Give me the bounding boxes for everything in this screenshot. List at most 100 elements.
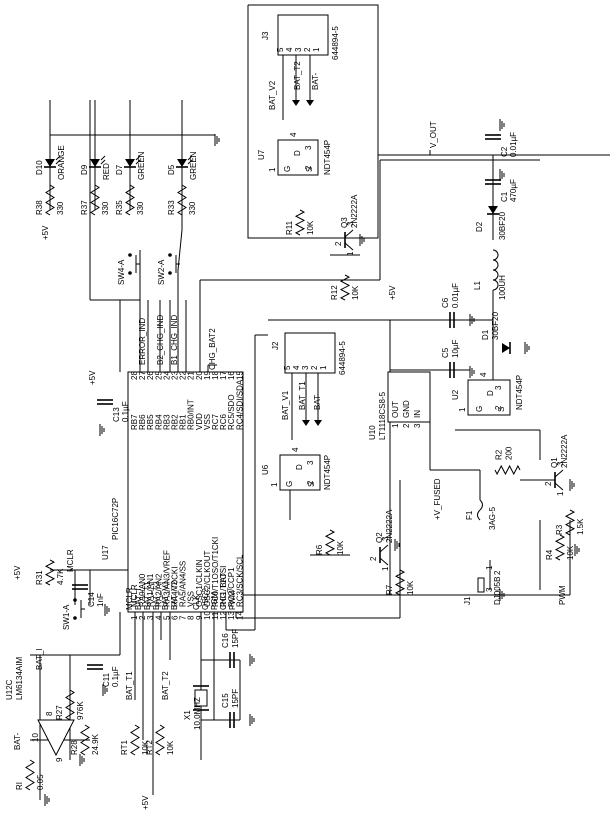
u17-pin-label: RC2/CCP1 — [227, 567, 236, 607]
transistor-pin: 2 — [544, 481, 553, 486]
net-labels: V_OUT +5V +V_FUSED +5V +5V +5V +5V ERROR… — [13, 121, 567, 810]
u10-pin-out: OUT — [391, 401, 400, 418]
u17-pin-label: OSC2/CLKOUT — [203, 550, 212, 607]
fet-pin-number: 1 — [270, 482, 279, 487]
switch-sw1-a: SW1-A — [62, 598, 85, 630]
diode-part: 30BF20 — [498, 211, 507, 240]
u17-pin-number: 23 — [171, 371, 180, 380]
u17-pin-label: RC3/SCK/SCL — [235, 554, 244, 607]
net-chg-bat: CHG_BAT — [219, 573, 228, 610]
u6-ref: U6 — [261, 464, 270, 475]
u6-mosfet: U6 NDT454P G D S — [261, 454, 332, 491]
ground-symbol — [359, 234, 365, 246]
capacitor-ref: C5 — [441, 347, 450, 358]
net-bat-t1-j2: BAT_T1 — [298, 381, 307, 410]
resistor-ref: R27 — [55, 705, 64, 720]
switch-ref: SW1-A — [62, 604, 71, 630]
capacitor-value: 0.01µF — [451, 283, 460, 308]
u17-pin-label: RC1/T1OSI — [219, 566, 228, 607]
fet-pin-number: 3 — [304, 145, 313, 150]
resistor-value: 330 — [56, 201, 65, 215]
u17-pin-label: RC0/T1OSO/T1CKI — [211, 537, 220, 607]
net-bat-minus: BAT- — [13, 732, 22, 750]
net-bat-minus-j3: BAT- — [311, 72, 320, 90]
u10-pin-gnd: GND — [402, 400, 411, 418]
jack-pin: 2 — [493, 570, 502, 575]
transistor-pin: 1 — [346, 251, 355, 256]
u17-pin-label: RB1 — [179, 414, 188, 430]
net-bat-t2-j3: BAT_T2 — [293, 61, 302, 90]
jack-pin: 3 — [485, 587, 494, 592]
diode-ref: D2 — [475, 221, 484, 232]
ground-symbol — [44, 794, 50, 806]
connector-pin-number: 4 — [292, 365, 301, 370]
u17-pin-label: RB2 — [171, 414, 180, 430]
fet-pin-number: 3 — [306, 460, 315, 465]
u2-pin-g: G — [475, 406, 484, 412]
diode-part: 30BF20 — [491, 311, 500, 340]
net-vcc-top: +5V — [388, 285, 397, 300]
resistor-value: 1.5K — [576, 518, 585, 535]
fet-pin-number: 1 — [268, 167, 277, 172]
switch-ref: SW2-A — [157, 259, 166, 285]
capacitor-value: 15PF — [231, 689, 240, 708]
transistor-part: 2N2222A — [350, 194, 359, 228]
u10-pin-number: 2 — [402, 423, 411, 428]
resistor-ref: R4 — [545, 549, 554, 560]
resistor-value: 10K — [141, 740, 150, 755]
transistor-pin: 3 — [556, 461, 565, 466]
u17-pin-label: RB7 — [130, 414, 139, 430]
resistor-ref: R7 — [385, 584, 394, 595]
capacitor-value: 0.1µF — [121, 401, 130, 422]
u17-pin-number: 20 — [195, 371, 204, 380]
jack-ref: J1 — [463, 596, 472, 605]
jack-pin: 1 — [485, 565, 494, 570]
ground-symbol — [79, 754, 85, 766]
net-bat-t2: BAT_T2 — [161, 671, 170, 700]
u17-pin-number: 1 — [130, 615, 139, 620]
net-pgm: PGM — [210, 591, 219, 610]
ground-symbol — [214, 134, 220, 146]
u17-pin-number: 25 — [154, 371, 163, 380]
ground-symbol — [499, 119, 505, 131]
ground-symbol — [569, 479, 575, 491]
resistor-ref: RT2 — [145, 739, 154, 755]
resistor-value: 330 — [136, 201, 145, 215]
u12-ref: U12C — [5, 679, 14, 700]
resistor-value: 976K — [76, 701, 85, 720]
u17-pin-number: 14 — [235, 611, 244, 620]
connector-pin-number: 1 — [312, 47, 321, 52]
capacitor-value: 1nF — [96, 593, 105, 607]
j2-part: 644894-5 — [338, 341, 347, 375]
u17-pin-number: 15 — [235, 371, 244, 380]
u17-pin-number: 28 — [130, 371, 139, 380]
u10-pin-number: 1 — [391, 423, 400, 428]
capacitor-value: 470µF — [509, 179, 518, 202]
u17-pin-number: 8 — [187, 615, 196, 620]
switch-ref: SW4-A — [117, 259, 126, 285]
net-pwm-u17: PWM — [228, 590, 237, 610]
u17-pin-number: 27 — [138, 371, 147, 380]
led-color: GREEN — [189, 151, 198, 180]
u6-pin-g: G — [285, 481, 294, 487]
